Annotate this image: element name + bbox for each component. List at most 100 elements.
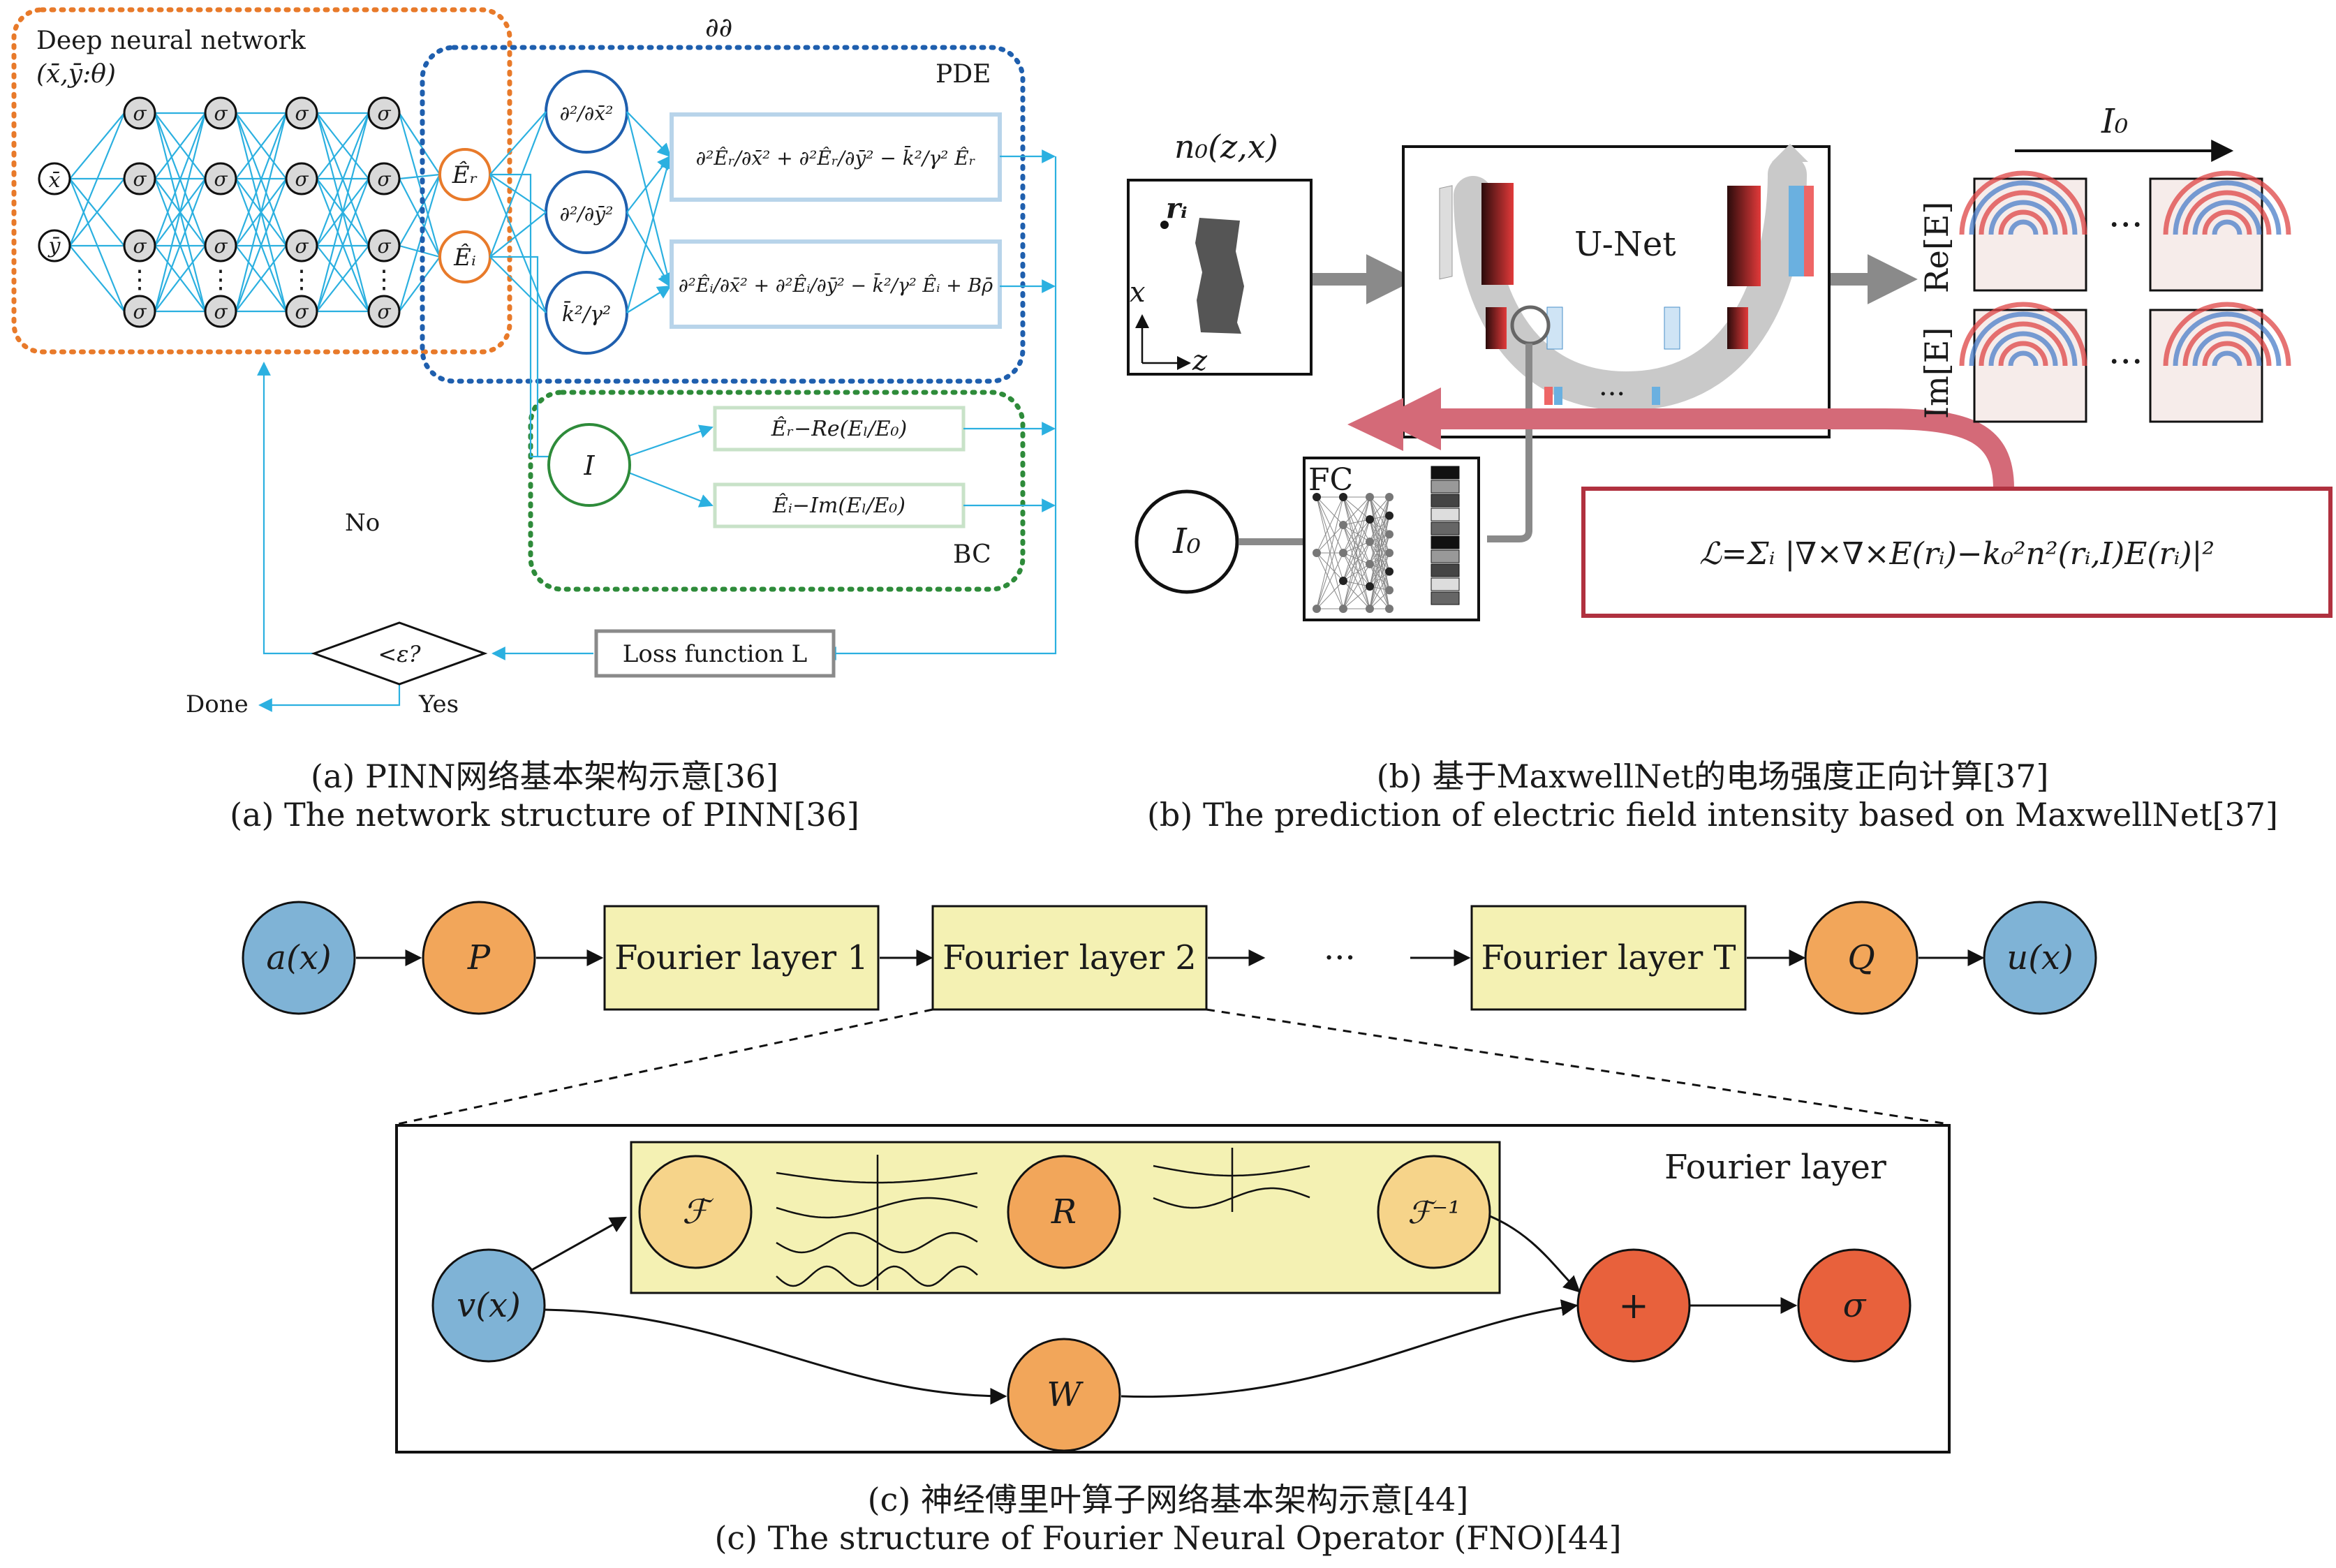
- svg-text:Êᵣ−Re(Eₗ/E₀): Êᵣ−Re(Eₗ/E₀): [771, 416, 907, 441]
- output-node-er: Êᵣ: [438, 148, 491, 201]
- dnn-dotted-box: [11, 7, 512, 355]
- field-wave: [1959, 302, 2087, 367]
- field-wave: [1998, 209, 2048, 235]
- bc-equation-r: Êᵣ−Re(Eₗ/E₀): [713, 406, 966, 452]
- svg-text:a(x): a(x): [266, 938, 331, 977]
- fc-neuron: [1313, 549, 1321, 557]
- pde-equation-i: ∂²Êᵢ/∂x̄² + ∂²Êᵢ/∂ȳ² − k̄²/γ² Êᵢ + Bρ̄: [670, 239, 1002, 329]
- axis-x-label: x: [1130, 276, 1146, 309]
- fc-output-cell: [1431, 466, 1460, 480]
- fc-neuron: [1366, 493, 1374, 501]
- fc-neuron: [1339, 549, 1347, 557]
- panel-a-pinn: Deep neural network (x̄,ȳ:θ) ∂∂ PDE BC x…: [11, 7, 1057, 718]
- unet-label: U-Net: [1574, 225, 1676, 264]
- axis-z-label: z: [1192, 345, 1208, 377]
- node-finv: ℱ⁻¹: [1377, 1155, 1491, 1269]
- op-connections: [489, 111, 714, 508]
- node-r: R: [1007, 1155, 1121, 1269]
- vdots: ⋮: [371, 265, 397, 294]
- sigma-node: σ: [367, 96, 401, 130]
- svg-text:Êᵢ: Êᵢ: [453, 243, 476, 272]
- sigma-node: σ: [285, 229, 318, 262]
- field-dots-re: ···: [2108, 205, 2143, 246]
- fc-neuron: [1339, 605, 1347, 613]
- sigma-node: σ: [285, 295, 318, 328]
- sigma-node: σ: [285, 96, 318, 130]
- im-field-label: Im[E]: [1918, 327, 1956, 419]
- scatterer-shape: [1195, 218, 1244, 334]
- i0-input-node: I₀: [1134, 489, 1239, 594]
- bc-node-i: I: [547, 423, 631, 507]
- svg-text:σ: σ: [133, 235, 147, 258]
- svg-text:∂²Êᵣ/∂x̄² + ∂²Êᵣ/∂ȳ² − k̄²/γ²: ∂²Êᵣ/∂x̄² + ∂²Êᵣ/∂ȳ² − k̄²/γ² Êᵣ: [696, 145, 976, 170]
- svg-text:v(x): v(x): [457, 1286, 521, 1325]
- svg-text:σ: σ: [214, 300, 228, 323]
- fourier-layer-2: Fourier layer 2: [931, 905, 1208, 1011]
- sigma-node: σ: [204, 96, 237, 130]
- vdots: ⋮: [289, 265, 314, 294]
- svg-text:P: P: [467, 938, 491, 977]
- fc-neuron: [1385, 493, 1394, 501]
- output-node-ei: Êᵢ: [438, 230, 491, 283]
- fc-output-cell: [1431, 563, 1460, 577]
- nn-connections: [68, 112, 441, 313]
- field-wave: [2163, 302, 2291, 367]
- field-wave: [2182, 190, 2272, 235]
- svg-text:σ: σ: [133, 102, 147, 125]
- node-f: ℱ: [638, 1155, 753, 1269]
- svg-text:σ: σ: [295, 300, 309, 323]
- fc-neuron: [1366, 582, 1374, 591]
- vdots: ⋮: [208, 265, 233, 294]
- fc-output-cell: [1431, 591, 1460, 605]
- svg-text:I₀: I₀: [1172, 521, 1201, 561]
- svg-text:Q: Q: [1847, 938, 1875, 977]
- fc-output-cell: [1431, 577, 1460, 591]
- node-plus: +: [1576, 1248, 1691, 1363]
- fourier-layer-1: Fourier layer 1: [603, 905, 880, 1011]
- field-wave: [1979, 321, 2068, 367]
- field-wave: [1988, 200, 2058, 235]
- svg-text:∂²/∂x̄²: ∂²/∂x̄²: [560, 102, 614, 125]
- fc-neuron: [1385, 530, 1394, 539]
- fourier-detail-arrows: [530, 1215, 1798, 1405]
- fc-neuron: [1313, 493, 1321, 501]
- field-wave: [2008, 350, 2039, 367]
- svg-text:Fourier layer 2: Fourier layer 2: [942, 938, 1197, 977]
- fourier-layer-title: Fourier layer: [1664, 1148, 1886, 1187]
- yes-label: Yes: [418, 690, 459, 718]
- svg-text:ȳ: ȳ: [47, 234, 61, 258]
- sigma-node: σ: [204, 162, 237, 195]
- partial-label: ∂∂: [705, 12, 732, 43]
- svg-text:σ: σ: [295, 102, 309, 125]
- panel-c-fno: a(x) P Fourier layer 1 Fourier layer 2 ·…: [242, 901, 2097, 1454]
- svg-text:σ: σ: [377, 168, 391, 191]
- node-w: W: [1007, 1338, 1121, 1452]
- field-wave: [1988, 331, 2058, 367]
- field-maps: [1959, 170, 2291, 423]
- chain-dots: ···: [1324, 938, 1356, 977]
- field-wave: [1959, 170, 2087, 235]
- vdots: ⋮: [127, 265, 152, 294]
- svg-text:σ: σ: [377, 235, 391, 258]
- field-wave: [2212, 350, 2242, 367]
- caption-b-en: (b) The prediction of electric field int…: [1146, 796, 2279, 834]
- field-wave: [1969, 180, 2078, 235]
- field-wave: [2192, 200, 2262, 235]
- no-label: No: [345, 509, 380, 537]
- field-wave: [2008, 219, 2039, 235]
- decision-diamond: <ε?: [311, 621, 488, 686]
- node-ux: u(x): [1983, 901, 2097, 1015]
- svg-text:W: W: [1047, 1375, 1084, 1414]
- caption-a-cn: (a) PINN网络基本架构示意[36]: [311, 757, 778, 795]
- sigma-node: σ: [204, 295, 237, 328]
- svg-text:R: R: [1051, 1192, 1077, 1232]
- node-ax: a(x): [242, 901, 356, 1015]
- fc-neuron: [1385, 549, 1394, 557]
- fc-neuron: [1385, 511, 1394, 520]
- svg-text:σ: σ: [295, 168, 309, 191]
- panel-b-maxwellnet: n₀(z,x) rᵢ x z U-Net: [1127, 102, 2333, 621]
- fc-output-cell: [1431, 508, 1460, 522]
- n0-label: n₀(z,x): [1174, 128, 1278, 165]
- fc-output-cell: [1431, 480, 1460, 494]
- node-p: P: [422, 901, 536, 1015]
